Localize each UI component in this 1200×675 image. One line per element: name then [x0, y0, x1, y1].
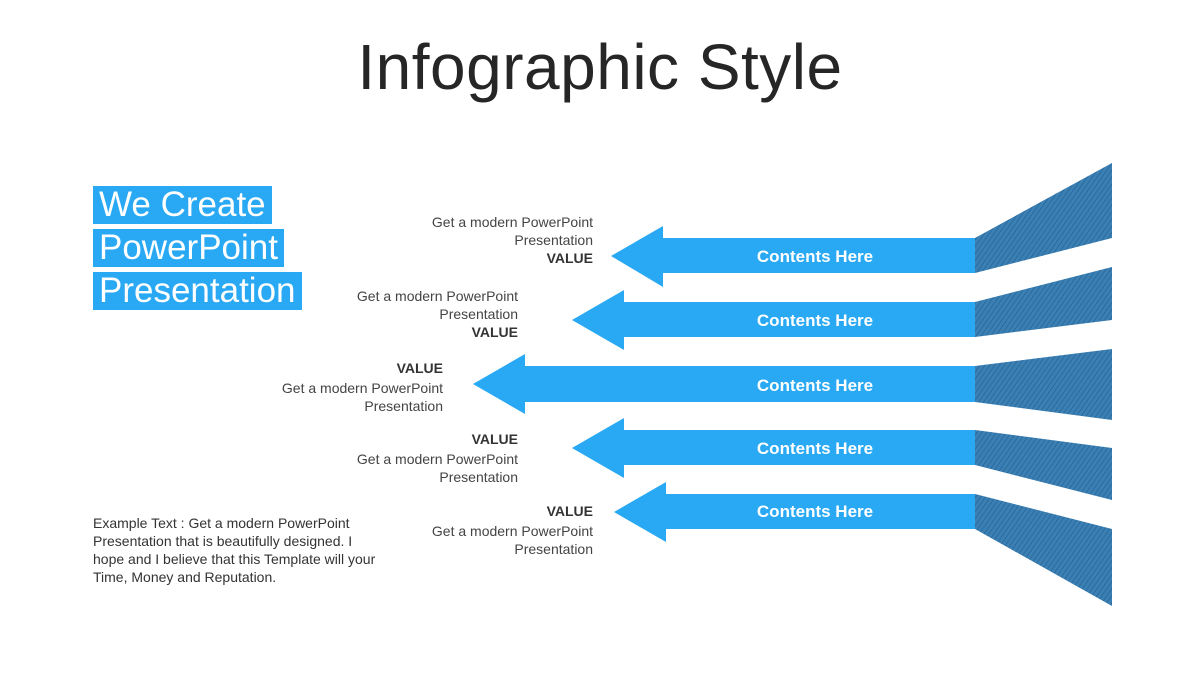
- note-description: Get a modern PowerPoint Presentation: [431, 214, 593, 248]
- perspective-panel: [975, 430, 1112, 500]
- arrow-shape: [572, 290, 975, 350]
- arrow-note: VALUE Get a modern PowerPoint Presentati…: [318, 430, 518, 486]
- arrow-shape: [614, 482, 975, 542]
- arrow-label: Contents Here: [757, 376, 873, 395]
- arrow-shape: [473, 354, 975, 414]
- arrow-shape: [572, 418, 975, 478]
- note-description: Get a modern PowerPoint Presentation: [431, 523, 593, 557]
- arrow-note: Get a modern PowerPoint Presentation VAL…: [393, 213, 593, 267]
- arrow-note: VALUE Get a modern PowerPoint Presentati…: [393, 502, 593, 558]
- note-value: VALUE: [546, 503, 593, 519]
- perspective-panel: [975, 267, 1112, 337]
- note-value: VALUE: [546, 250, 593, 266]
- headline-block: We Create PowerPoint Presentation: [93, 186, 353, 315]
- note-description: Get a modern PowerPoint Presentation: [281, 380, 443, 414]
- arrow-note: VALUE Get a modern PowerPoint Presentati…: [243, 359, 443, 415]
- arrow-label: Contents Here: [757, 439, 873, 458]
- headline-line: PowerPoint: [93, 229, 284, 267]
- note-description: Get a modern PowerPoint Presentation: [356, 451, 518, 485]
- arrow-label: Contents Here: [757, 311, 873, 330]
- note-description: Get a modern PowerPoint Presentation: [356, 288, 518, 322]
- note-value: VALUE: [396, 360, 443, 376]
- arrow-label: Contents Here: [757, 502, 873, 521]
- note-value: VALUE: [471, 324, 518, 340]
- headline-line: Presentation: [93, 272, 302, 310]
- perspective-panel: [975, 349, 1112, 420]
- arrow-note: Get a modern PowerPoint Presentation VAL…: [318, 287, 518, 341]
- note-value: VALUE: [471, 431, 518, 447]
- perspective-panel: [975, 494, 1112, 606]
- example-text: Example Text : Get a modern PowerPoint P…: [93, 515, 376, 585]
- slide-title: Infographic Style: [357, 31, 843, 103]
- arrow-label: Contents Here: [757, 247, 873, 266]
- arrow-shape: [611, 226, 975, 287]
- perspective-panel: [975, 163, 1112, 273]
- headline-line: We Create: [93, 186, 272, 224]
